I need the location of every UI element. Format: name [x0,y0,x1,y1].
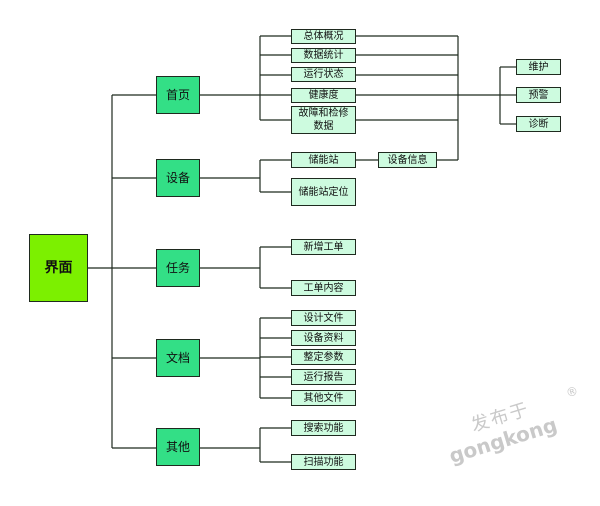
other-item-search: 搜索功能 [291,420,356,436]
device-info-node: 设备信息 [378,152,437,168]
health-item-diagnosis: 诊断 [516,116,561,132]
health-item-warning: 预警 [516,87,561,103]
home-item-fault-data: 故障和检修数据 [291,106,356,134]
root-node: 界面 [29,234,88,302]
health-item-maintain: 维护 [516,59,561,75]
task-item-new-order: 新增工单 [291,239,356,255]
category-device: 设备 [156,159,200,197]
category-task: 任务 [156,249,200,287]
home-item-health: 健康度 [291,88,356,103]
doc-item-other-files: 其他文件 [291,390,356,406]
task-item-order-content: 工单内容 [291,280,356,296]
doc-item-design-files: 设计文件 [291,310,356,326]
home-item-overview: 总体概况 [291,29,356,44]
category-home: 首页 [156,76,200,114]
category-other: 其他 [156,428,200,466]
doc-item-run-report: 运行报告 [291,369,356,385]
category-docs: 文档 [156,339,200,377]
device-item-station-location: 储能站定位 [291,178,356,206]
device-item-station: 储能站 [291,152,356,168]
home-item-statistics: 数据统计 [291,48,356,63]
doc-item-settings: 整定参数 [291,349,356,365]
home-item-run-status: 运行状态 [291,67,356,82]
other-item-scan: 扫描功能 [291,454,356,470]
doc-item-device-materials: 设备资料 [291,330,356,346]
